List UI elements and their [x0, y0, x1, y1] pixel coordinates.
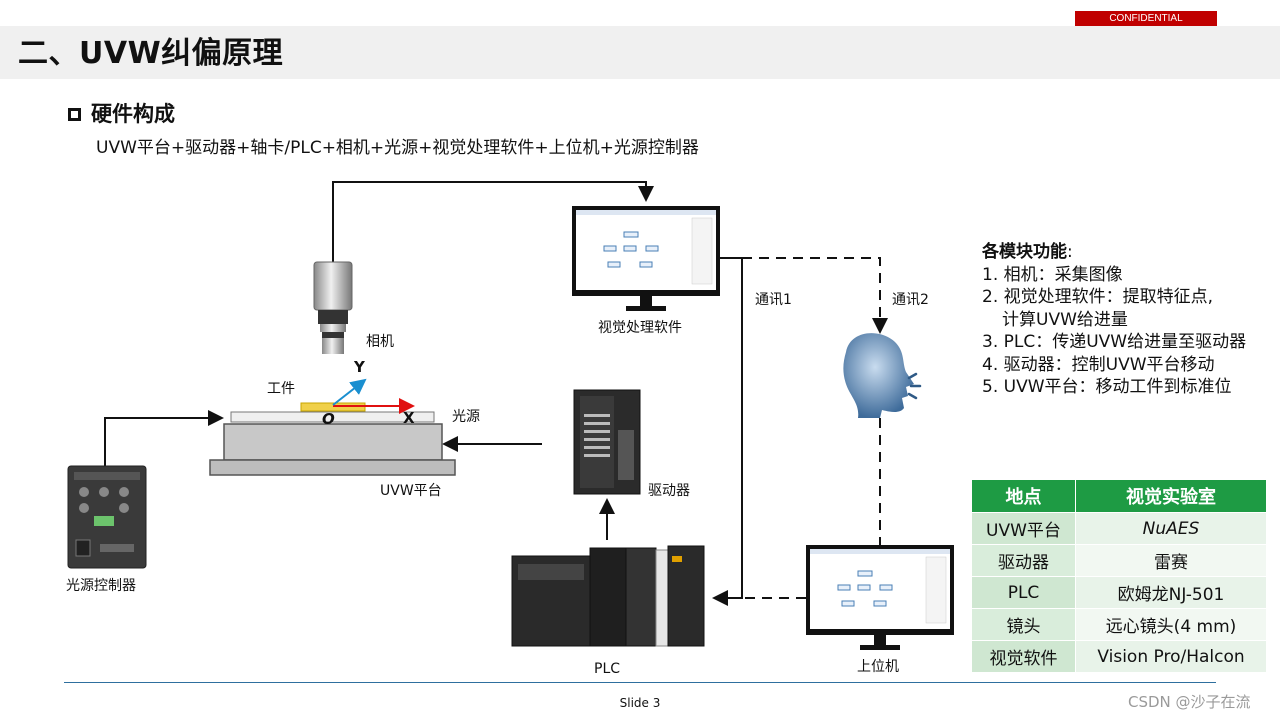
table-cell: 视觉软件 — [971, 640, 1076, 673]
section-heading-text: 硬件构成 — [91, 102, 175, 126]
axis-y-label: Y — [354, 358, 365, 376]
camera-icon — [313, 261, 353, 354]
light-controller-icon — [67, 465, 147, 569]
page-title: 二、UVW纠偏原理 — [18, 36, 284, 71]
watermark: CSDN @沙子在流 — [1128, 693, 1251, 711]
function-item: 计算UVW给进量 — [1002, 309, 1128, 330]
light-controller-label: 光源控制器 — [66, 578, 136, 594]
confidential-badge: CONFIDENTIAL — [1075, 11, 1217, 26]
function-item: 2. 视觉处理软件：提取特征点, — [982, 287, 1214, 307]
function-item: 3. PLC：传递UVW给进量至驱动器 — [982, 332, 1247, 352]
comm1-label: 通讯1 — [755, 292, 792, 308]
driver-icon — [573, 389, 641, 495]
axis-x-label: X — [403, 409, 415, 427]
table-cell: 欧姆龙NJ-501 — [1075, 576, 1267, 609]
table-cell: 驱动器 — [971, 544, 1076, 577]
table-header-cell: 地点 — [971, 479, 1076, 513]
table-cell: 雷赛 — [1075, 544, 1267, 577]
table-row: 视觉软件 Vision Pro/Halcon — [971, 640, 1267, 673]
platform-label: UVW平台 — [380, 483, 442, 499]
table-row: 镜头 远心镜头(4 mm) — [971, 608, 1267, 641]
footer-divider — [64, 682, 1216, 683]
speaking-head-icon — [843, 333, 922, 418]
title-bar — [0, 26, 1280, 79]
table-cell: PLC — [971, 576, 1076, 609]
host-monitor-icon — [806, 545, 954, 650]
table-header-cell: 视觉实验室 — [1075, 479, 1267, 513]
module-functions: 各模块功能: 1. 相机：采集图像 2. 视觉处理软件：提取特征点, 计算UVW… — [982, 241, 1246, 399]
function-item: 4. 驱动器：控制UVW平台移动 — [982, 354, 1215, 375]
components-line: UVW平台+驱动器+轴卡/PLC+相机+光源+视觉处理软件+上位机+光源控制器 — [96, 138, 699, 158]
table-cell: UVW平台 — [971, 512, 1076, 545]
uvw-platform-icon — [209, 378, 456, 476]
section-heading: 硬件构成 — [68, 100, 175, 128]
location-table: 地点 视觉实验室 UVW平台 NuAES 驱动器 雷赛 PLC 欧姆龙NJ-50… — [971, 479, 1267, 673]
functions-colon: : — [1067, 242, 1073, 262]
slide-number: Slide 3 — [619, 696, 661, 710]
light-label: 光源 — [452, 409, 480, 425]
square-bullet-icon — [68, 107, 81, 121]
workpiece-label: 工件 — [267, 381, 295, 397]
comm2-label: 通讯2 — [892, 292, 929, 308]
plc-icon — [511, 545, 705, 647]
function-item: 5. UVW平台：移动工件到标准位 — [982, 377, 1232, 397]
table-row: PLC 欧姆龙NJ-501 — [971, 576, 1267, 609]
table-cell: 镜头 — [971, 608, 1076, 641]
origin-label: O — [322, 410, 335, 428]
plc-label: PLC — [594, 661, 621, 677]
vision-monitor-icon — [572, 206, 720, 311]
vision-software-label: 视觉处理软件 — [598, 320, 682, 336]
table-row: 驱动器 雷赛 — [971, 544, 1267, 577]
table-cell: NuAES — [1075, 512, 1267, 545]
table-row: UVW平台 NuAES — [971, 512, 1267, 545]
host-label: 上位机 — [857, 659, 899, 675]
camera-label: 相机 — [366, 334, 394, 350]
table-cell: Vision Pro/Halcon — [1075, 640, 1267, 673]
table-header-row: 地点 视觉实验室 — [971, 479, 1267, 513]
connection-lines — [104, 181, 888, 606]
function-item: 1. 相机：采集图像 — [982, 264, 1123, 285]
table-cell: 远心镜头(4 mm) — [1075, 608, 1267, 641]
driver-label: 驱动器 — [648, 483, 690, 499]
functions-heading: 各模块功能 — [982, 242, 1067, 262]
